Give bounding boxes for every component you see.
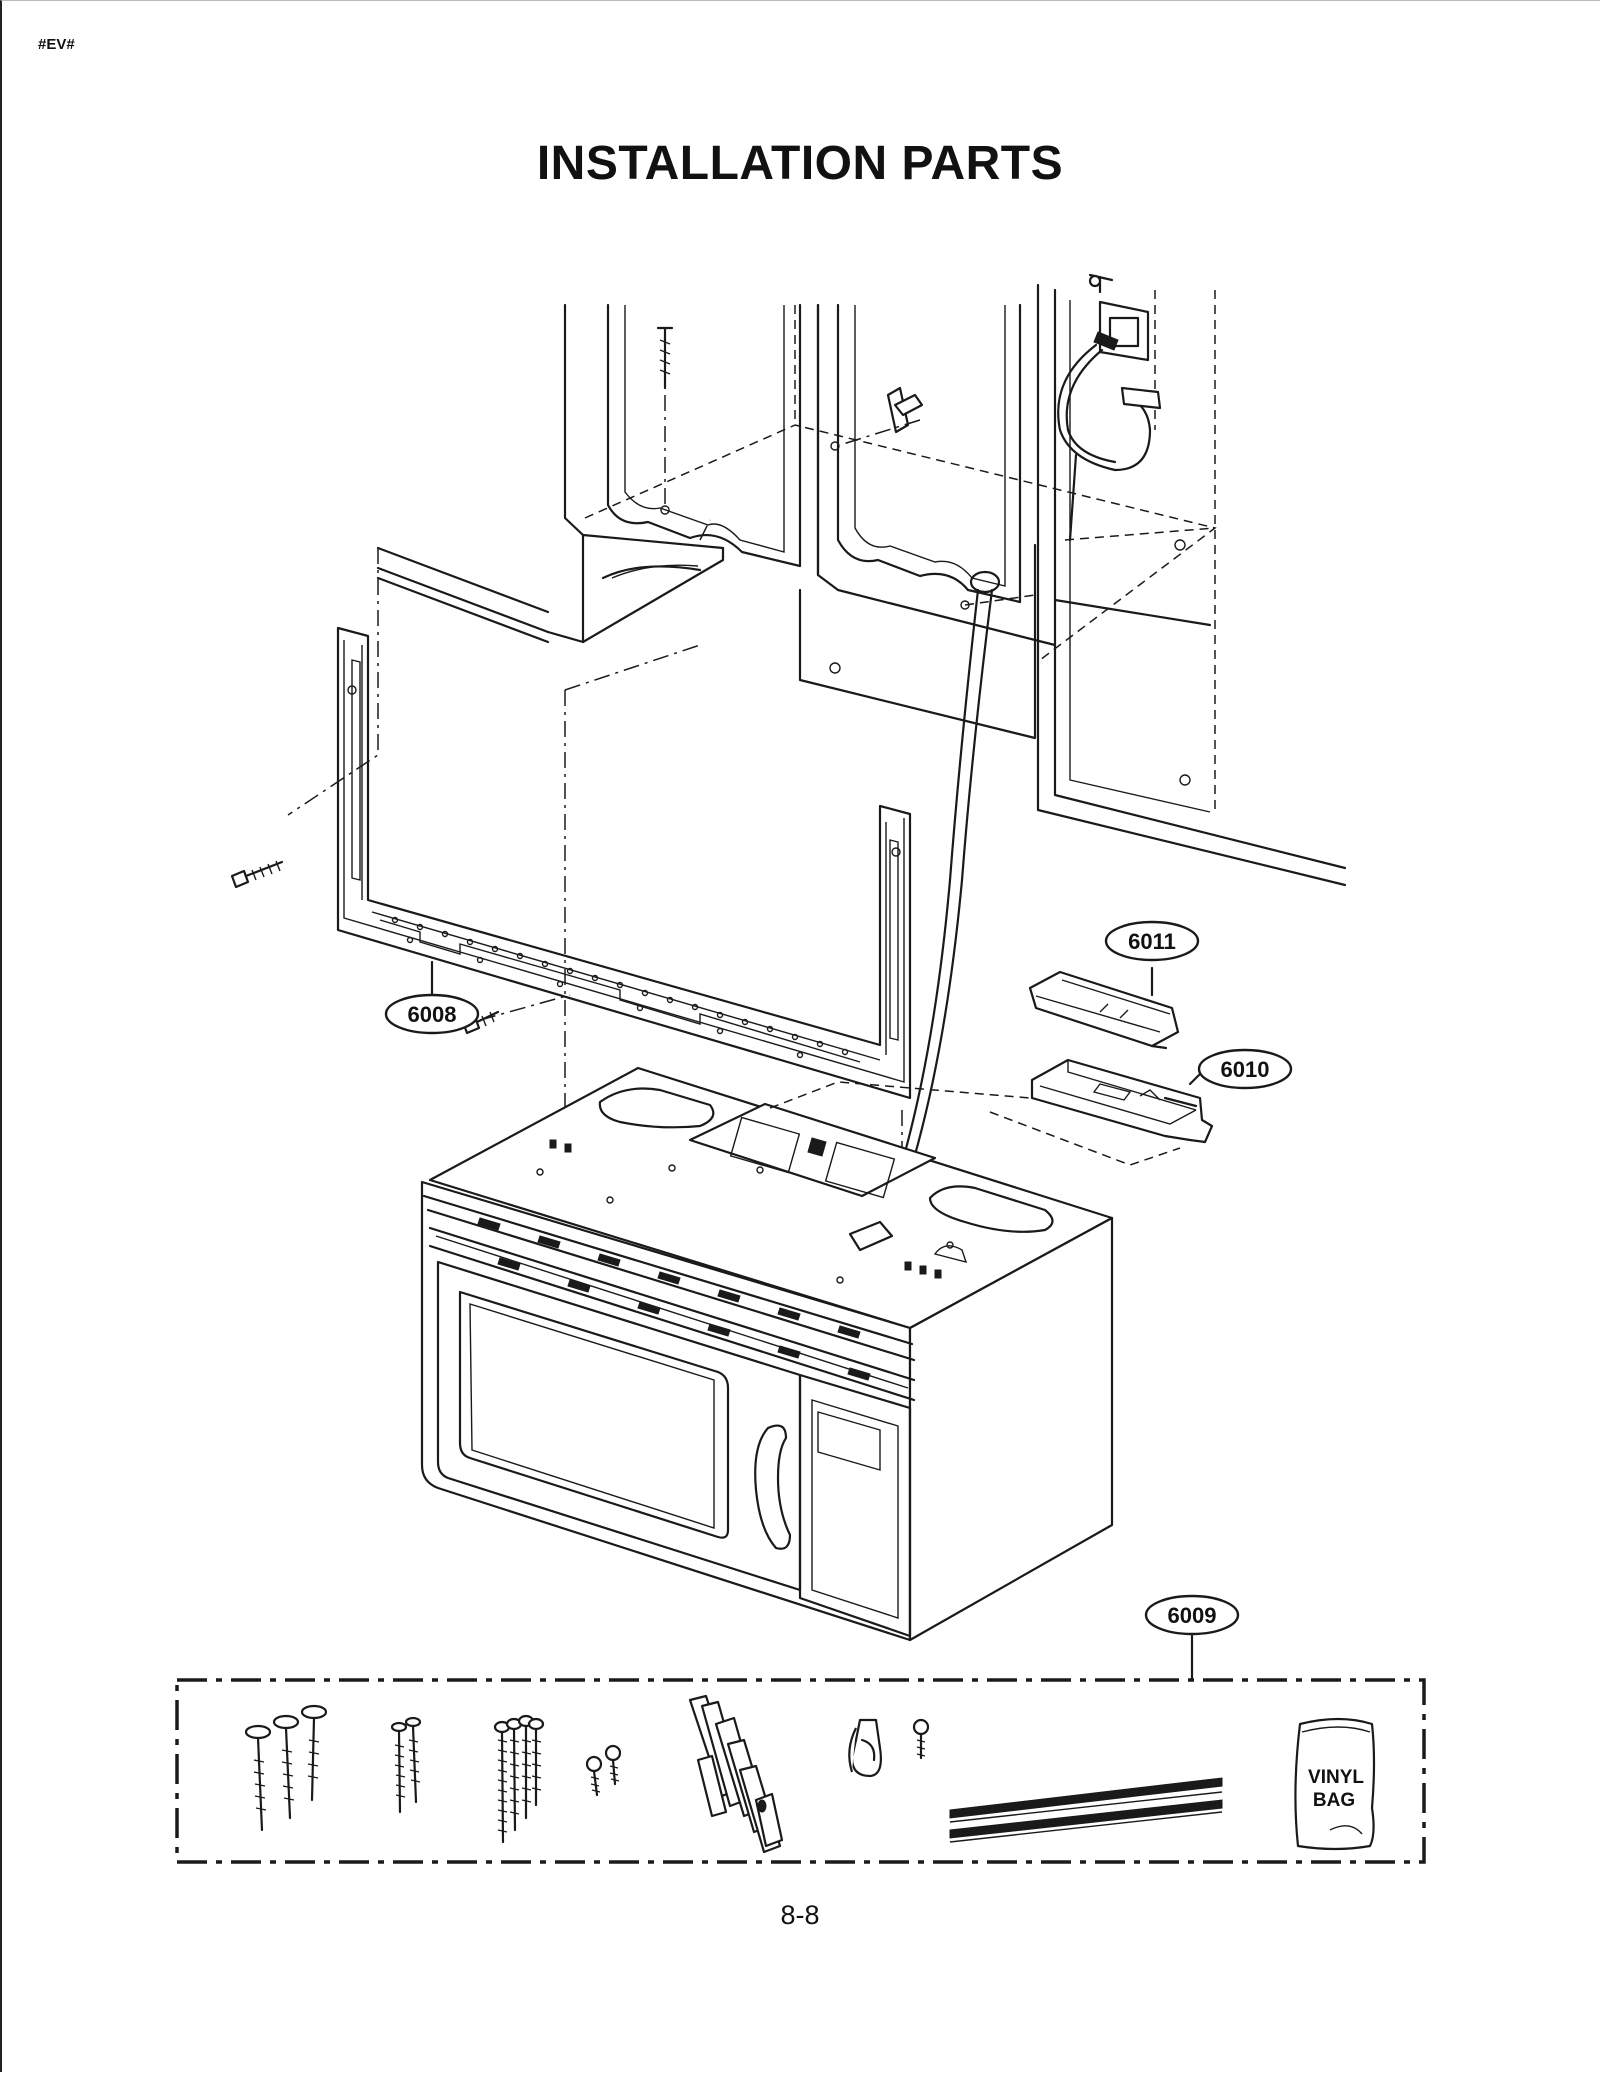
- toggle-wings: [688, 1694, 784, 1854]
- damper-housing-6010: [1030, 1058, 1214, 1144]
- outlet-and-cord: [888, 273, 1162, 1210]
- vinyl-bag-label-line2: BAG: [1313, 1790, 1355, 1811]
- microwave-oven: [420, 1066, 1181, 1642]
- mounting-screws: [244, 1704, 328, 1832]
- callout-6009: 6009: [1144, 1594, 1240, 1682]
- callout-6011: 6011: [1104, 920, 1200, 962]
- vinyl-bag-label-line1: VINYL: [1308, 1767, 1364, 1788]
- page-title: INSTALLATION PARTS: [536, 137, 1064, 190]
- damper-6011: [1028, 966, 1180, 1050]
- tie-straps: [949, 1777, 1223, 1843]
- mounting-plate: [230, 519, 912, 1170]
- small-screws: [585, 1744, 622, 1797]
- callout-6008-label: 6008: [408, 1002, 457, 1027]
- callout-6008: 6008: [384, 960, 480, 1035]
- vinyl-bag: VINYL BAG: [1294, 1717, 1376, 1851]
- hardware-kit-6009: VINYL BAG: [175, 1678, 1426, 1864]
- callout-6011-label: 6011: [1128, 929, 1176, 954]
- toggle-bolts: [493, 1714, 545, 1844]
- wall-cabinets: [376, 283, 1347, 887]
- header-tag: #EV#: [38, 36, 75, 53]
- callout-6009-label: 6009: [1168, 1603, 1217, 1628]
- callout-6010: 6010: [1197, 1048, 1293, 1090]
- page-number: 8-8: [780, 1900, 820, 1930]
- callout-6010-label: 6010: [1221, 1057, 1270, 1082]
- wood-screws: [390, 1716, 422, 1814]
- cable-clamp: [848, 1718, 930, 1778]
